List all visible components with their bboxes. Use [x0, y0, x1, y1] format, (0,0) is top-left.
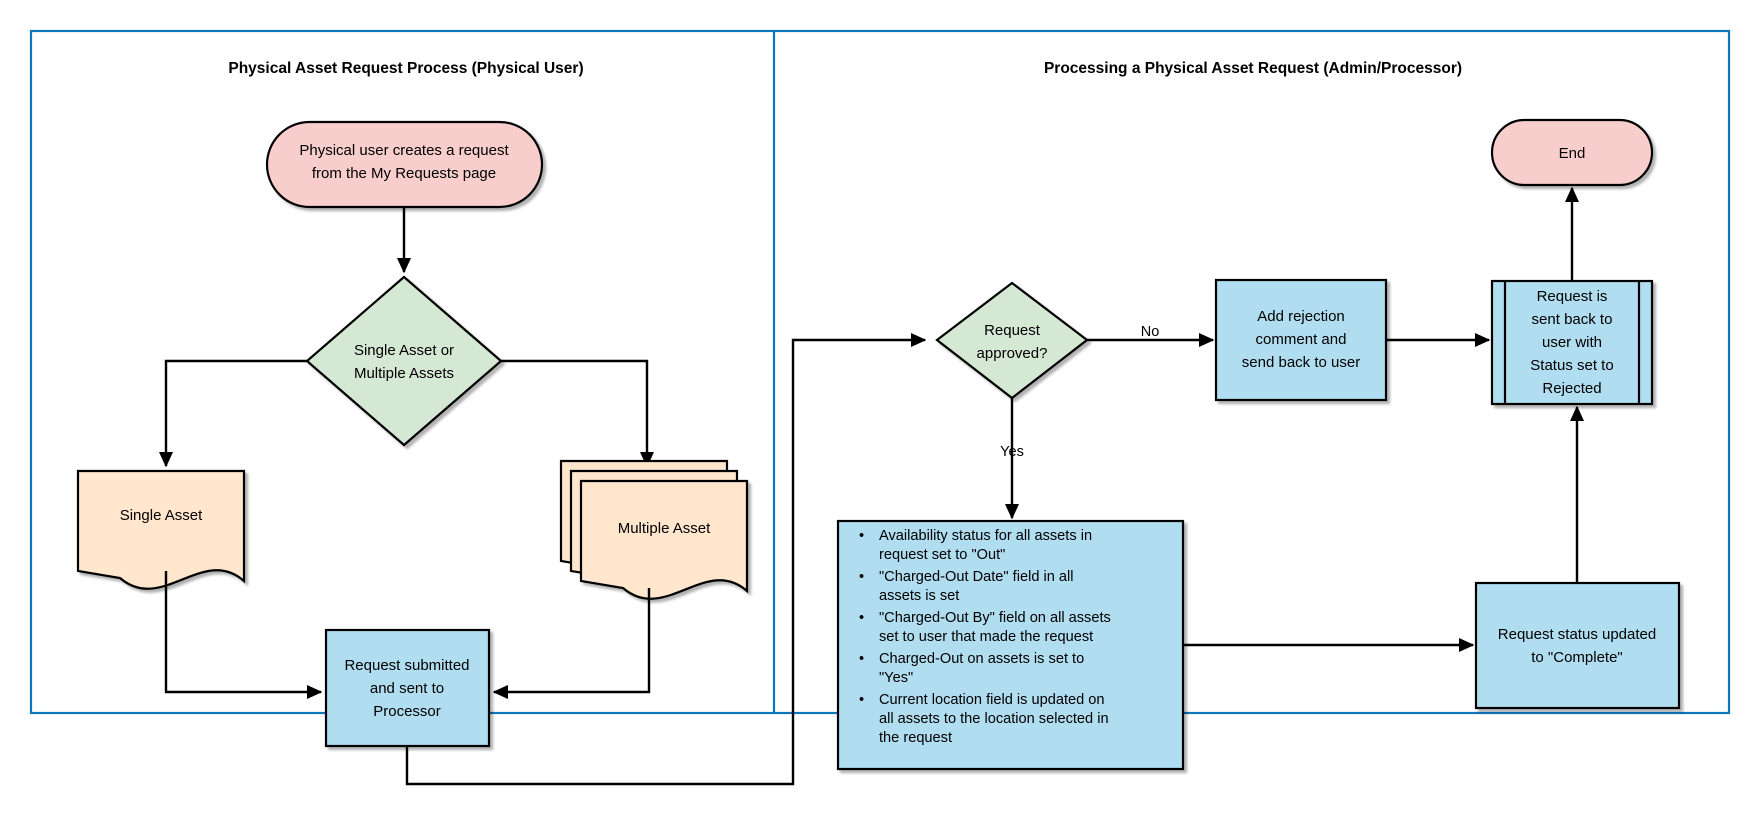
decision-single-multiple-line-1: Single Asset or	[354, 342, 454, 359]
multiple-asset-document-front-shape	[579, 479, 749, 600]
start-line-1: Physical user creates a request	[299, 142, 509, 159]
node-asset-updates[interactable]: • Availability status for all assets in …	[836, 519, 1185, 771]
asset-updates-bullet-5-line-1: Current location field is updated on	[879, 692, 1105, 708]
end-label: End	[1559, 145, 1586, 162]
status-complete-shape	[1474, 581, 1681, 710]
node-end[interactable]: End	[1490, 118, 1654, 187]
asset-updates-bullet-4-dot: •	[859, 651, 864, 667]
asset-updates-bullet-2-line-2: assets is set	[879, 588, 959, 604]
single-asset-document-shape	[76, 469, 246, 590]
asset-updates-bullet-1-dot: •	[859, 528, 864, 544]
asset-updates-bullet-1-line-2: request set to "Out"	[879, 547, 1005, 563]
add-rejection-line-1: Add rejection	[1257, 308, 1345, 325]
sent-back-line-1: Request is	[1537, 288, 1608, 305]
decision-single-multiple-shape	[305, 275, 503, 447]
edge-submitted-to-approved	[405, 333, 927, 786]
decision-request-approved-line-2: approved?	[977, 345, 1048, 362]
edge-label-no: No	[1141, 324, 1160, 340]
asset-updates-bullet-3-line-1: "Charged-Out By" field on all assets	[879, 610, 1111, 626]
decision-request-approved-shape	[935, 281, 1089, 400]
node-start[interactable]: Physical user creates a request from the…	[265, 120, 544, 209]
node-status-complete[interactable]: Request status updated to "Complete"	[1474, 581, 1681, 710]
node-single-asset[interactable]: Single Asset	[76, 469, 246, 590]
start-line-2: from the My Requests page	[312, 165, 496, 182]
asset-updates-shape	[836, 519, 1185, 771]
request-submitted-line-2: and sent to	[370, 680, 444, 697]
node-request-submitted[interactable]: Request submitted and sent to Processor	[324, 628, 491, 748]
single-asset-label: Single Asset	[120, 507, 203, 524]
status-complete-line-1: Request status updated	[1498, 626, 1656, 643]
add-rejection-line-2: comment and	[1256, 331, 1347, 348]
multiple-asset-label: Multiple Asset	[618, 520, 711, 537]
sent-back-rejected-shape	[1490, 279, 1654, 406]
asset-updates-bullet-1-line-1: Availability status for all assets in	[879, 528, 1092, 544]
status-complete-line-2: to "Complete"	[1531, 649, 1623, 666]
decision-single-multiple-line-2: Multiple Assets	[354, 365, 454, 382]
panel-title-right: Processing a Physical Asset Request (Adm…	[1044, 60, 1462, 77]
sent-back-line-3: user with	[1542, 334, 1602, 351]
asset-updates-bullet-4-line-1: Charged-Out on assets is set to	[879, 651, 1084, 667]
request-submitted-shape	[324, 628, 491, 748]
asset-updates-bullet-5-dot: •	[859, 692, 864, 708]
edge-decision-to-multiple	[501, 359, 654, 468]
edge-decision-to-single	[159, 359, 307, 468]
node-request-approved[interactable]: Request approved?	[935, 281, 1089, 400]
asset-updates-bullet-4-line-2: "Yes"	[879, 670, 913, 686]
asset-updates-bullet-2-line-1: "Charged-Out Date" field in all	[879, 569, 1074, 585]
add-rejection-comment-shape	[1214, 278, 1388, 402]
add-rejection-line-3: send back to user	[1242, 354, 1360, 371]
edge-multiple-to-submitted	[492, 588, 651, 699]
end-terminal-shape	[1490, 118, 1654, 187]
edge-single-to-submitted	[164, 571, 323, 699]
asset-updates-bullet-3-dot: •	[859, 610, 864, 626]
panel-title-left: Physical Asset Request Process (Physical…	[228, 60, 583, 77]
edge-label-yes: Yes	[1000, 444, 1024, 460]
node-multiple-asset[interactable]: Multiple Asset	[559, 459, 749, 600]
node-sent-back-rejected[interactable]: Request is sent back to user with Status…	[1490, 279, 1654, 406]
asset-updates-bullet-3-line-2: set to user that made the request	[879, 629, 1093, 645]
sent-back-line-2: sent back to	[1532, 311, 1613, 328]
node-single-or-multiple[interactable]: Single Asset or Multiple Assets	[305, 275, 503, 447]
sent-back-line-4: Status set to	[1530, 357, 1613, 374]
asset-updates-bullet-2-dot: •	[859, 569, 864, 585]
asset-updates-bullet-5-line-3: the request	[879, 730, 952, 746]
request-submitted-line-3: Processor	[373, 703, 441, 720]
decision-request-approved-line-1: Request	[984, 322, 1041, 339]
sent-back-line-5: Rejected	[1542, 380, 1601, 397]
asset-updates-bullet-5-line-2: all assets to the location selected in	[879, 711, 1109, 727]
node-add-rejection-comment[interactable]: Add rejection comment and send back to u…	[1214, 278, 1388, 402]
request-submitted-line-1: Request submitted	[344, 657, 469, 674]
